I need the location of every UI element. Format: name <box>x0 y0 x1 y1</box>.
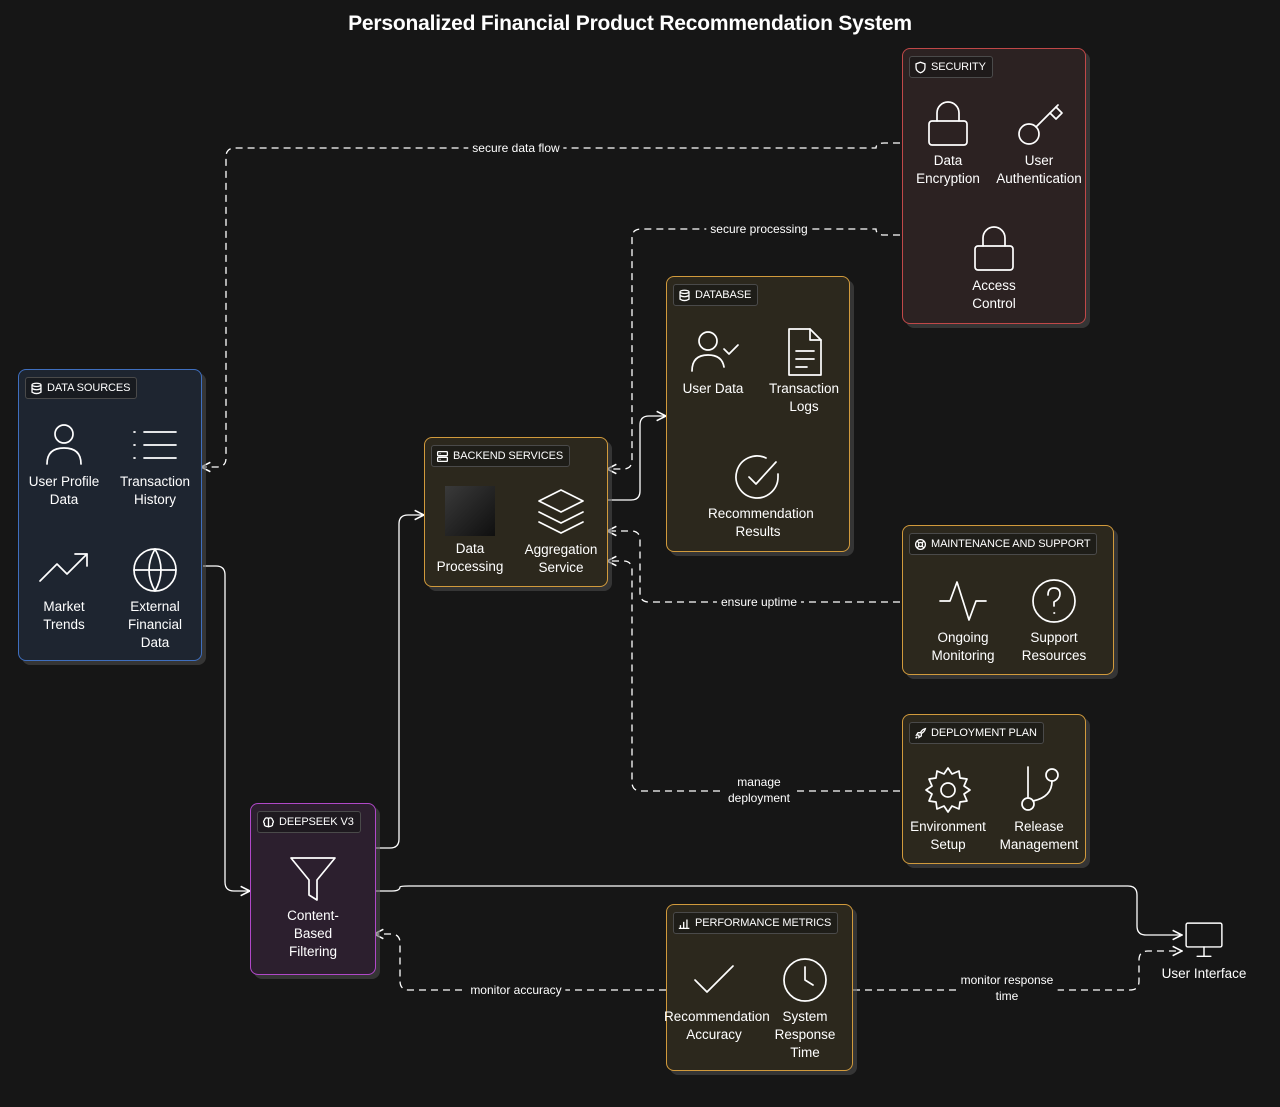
edge-deployment-backend <box>607 561 900 792</box>
lock-icon <box>921 97 975 151</box>
key-icon <box>1012 97 1066 151</box>
edge-deepseek-backend <box>376 515 424 849</box>
group-performance-metrics[interactable]: PERFORMANCE METRICS Recommendation Accur… <box>664 904 855 1071</box>
edge-maintenance-backend <box>607 531 900 603</box>
edge-backend-database <box>608 416 666 501</box>
edge-label-secure-processing: secure processing <box>706 221 812 237</box>
node-data-encryption[interactable]: Data Encryption <box>898 97 998 188</box>
layers-icon <box>534 486 588 540</box>
check-circle-icon <box>731 450 785 504</box>
edge-label-ensure-uptime: ensure uptime <box>716 594 802 610</box>
group-tag-data-sources: DATA SOURCES <box>25 377 138 399</box>
processing-tile-icon <box>445 486 495 536</box>
globe-icon <box>128 543 182 597</box>
edge-label-monitor-accuracy: monitor accuracy <box>466 982 566 998</box>
edge-deepseek-ui <box>376 885 1182 935</box>
gear-icon <box>921 763 975 817</box>
lock-icon <box>967 222 1021 276</box>
group-maintenance-support[interactable]: MAINTENANCE AND SUPPORT Ongoing Monitori… <box>902 525 1114 675</box>
user-icon <box>37 418 91 472</box>
help-circle-icon <box>1027 574 1081 628</box>
node-user-data[interactable]: User Data <box>663 325 763 398</box>
edge-security-backend <box>607 228 900 469</box>
node-environment-setup[interactable]: Environment Setup <box>898 763 998 854</box>
group-data-sources[interactable]: DATA SOURCES User Profile Data Transacti… <box>18 369 202 661</box>
check-icon <box>687 953 741 1007</box>
brain-icon <box>262 816 275 827</box>
clock-icon <box>778 953 832 1007</box>
node-release-management[interactable]: Release Management <box>989 763 1089 854</box>
group-tag-deployment: DEPLOYMENT PLAN <box>909 722 1044 744</box>
monitor-icon <box>1177 918 1231 964</box>
edge-datasources-deepseek <box>203 565 250 891</box>
group-deepseek-v3[interactable]: DEEPSEEK V3 Content- Based Filtering <box>250 803 376 975</box>
group-tag-database: DATABASE <box>673 284 759 306</box>
edge-label-monitor-response-time: monitor response time <box>956 972 1058 1004</box>
group-tag-performance: PERFORMANCE METRICS <box>673 912 839 934</box>
filter-icon <box>286 852 340 906</box>
rocket-icon <box>915 727 927 739</box>
group-backend-services[interactable]: BACKEND SERVICES Data Processing Aggrega… <box>424 437 608 587</box>
node-content-based-filtering[interactable]: Content- Based Filtering <box>263 852 363 961</box>
lifebuoy-icon <box>914 538 927 550</box>
activity-icon <box>936 574 990 628</box>
node-market-trends[interactable]: Market Trends <box>14 543 114 634</box>
node-recommendation-accuracy[interactable]: Recommendation Accuracy <box>664 953 770 1044</box>
node-access-control[interactable]: Access Control <box>944 222 1044 313</box>
database-icon <box>679 289 690 301</box>
node-user-profile-data[interactable]: User Profile Data <box>14 418 114 509</box>
group-tag-security: SECURITY <box>909 56 993 78</box>
node-ongoing-monitoring[interactable]: Ongoing Monitoring <box>913 574 1013 665</box>
group-tag-deepseek: DEEPSEEK V3 <box>257 811 361 833</box>
node-data-processing[interactable]: Data Processing <box>420 486 520 576</box>
node-transaction-history[interactable]: Transaction History <box>105 418 205 509</box>
edge-security-datasources <box>201 142 900 467</box>
group-tag-backend-services: BACKEND SERVICES <box>431 445 571 467</box>
git-branch-icon <box>1012 763 1066 817</box>
node-recommendation-results[interactable]: Recommendation Results <box>708 450 814 541</box>
diagram-title: Personalized Financial Product Recommend… <box>348 12 912 35</box>
group-database[interactable]: DATABASE User Data Transaction Logs Reco… <box>666 276 850 552</box>
edge-label-manage-deployment: manage deployment <box>723 774 795 806</box>
node-support-resources[interactable]: Support Resources <box>1004 574 1104 665</box>
group-deployment-plan[interactable]: DEPLOYMENT PLAN Environment Setup Releas… <box>902 714 1086 864</box>
group-security[interactable]: SECURITY Data Encryption User Authentica… <box>902 48 1086 324</box>
edge-performance-ui <box>853 951 1182 991</box>
group-tag-maintenance: MAINTENANCE AND SUPPORT <box>909 533 1098 555</box>
edge-label-secure-data-flow: secure data flow <box>468 140 564 156</box>
database-icon <box>31 382 42 394</box>
node-external-financial-data[interactable]: External Financial Data <box>105 543 205 652</box>
trending-up-icon <box>37 543 91 597</box>
node-aggregation-service[interactable]: Aggregation Service <box>511 486 611 577</box>
bar-chart-icon <box>678 918 690 929</box>
server-icon <box>436 450 449 462</box>
node-user-interface[interactable]: User Interface <box>1154 918 1254 983</box>
file-text-icon <box>777 325 831 379</box>
shield-icon <box>915 61 926 73</box>
user-check-icon <box>686 325 740 379</box>
node-user-authentication[interactable]: User Authentication <box>989 97 1089 188</box>
list-icon <box>128 418 182 472</box>
node-system-response-time[interactable]: System Response Time <box>755 953 855 1062</box>
node-transaction-logs[interactable]: Transaction Logs <box>754 325 854 416</box>
edge-performance-deepseek <box>374 934 666 991</box>
